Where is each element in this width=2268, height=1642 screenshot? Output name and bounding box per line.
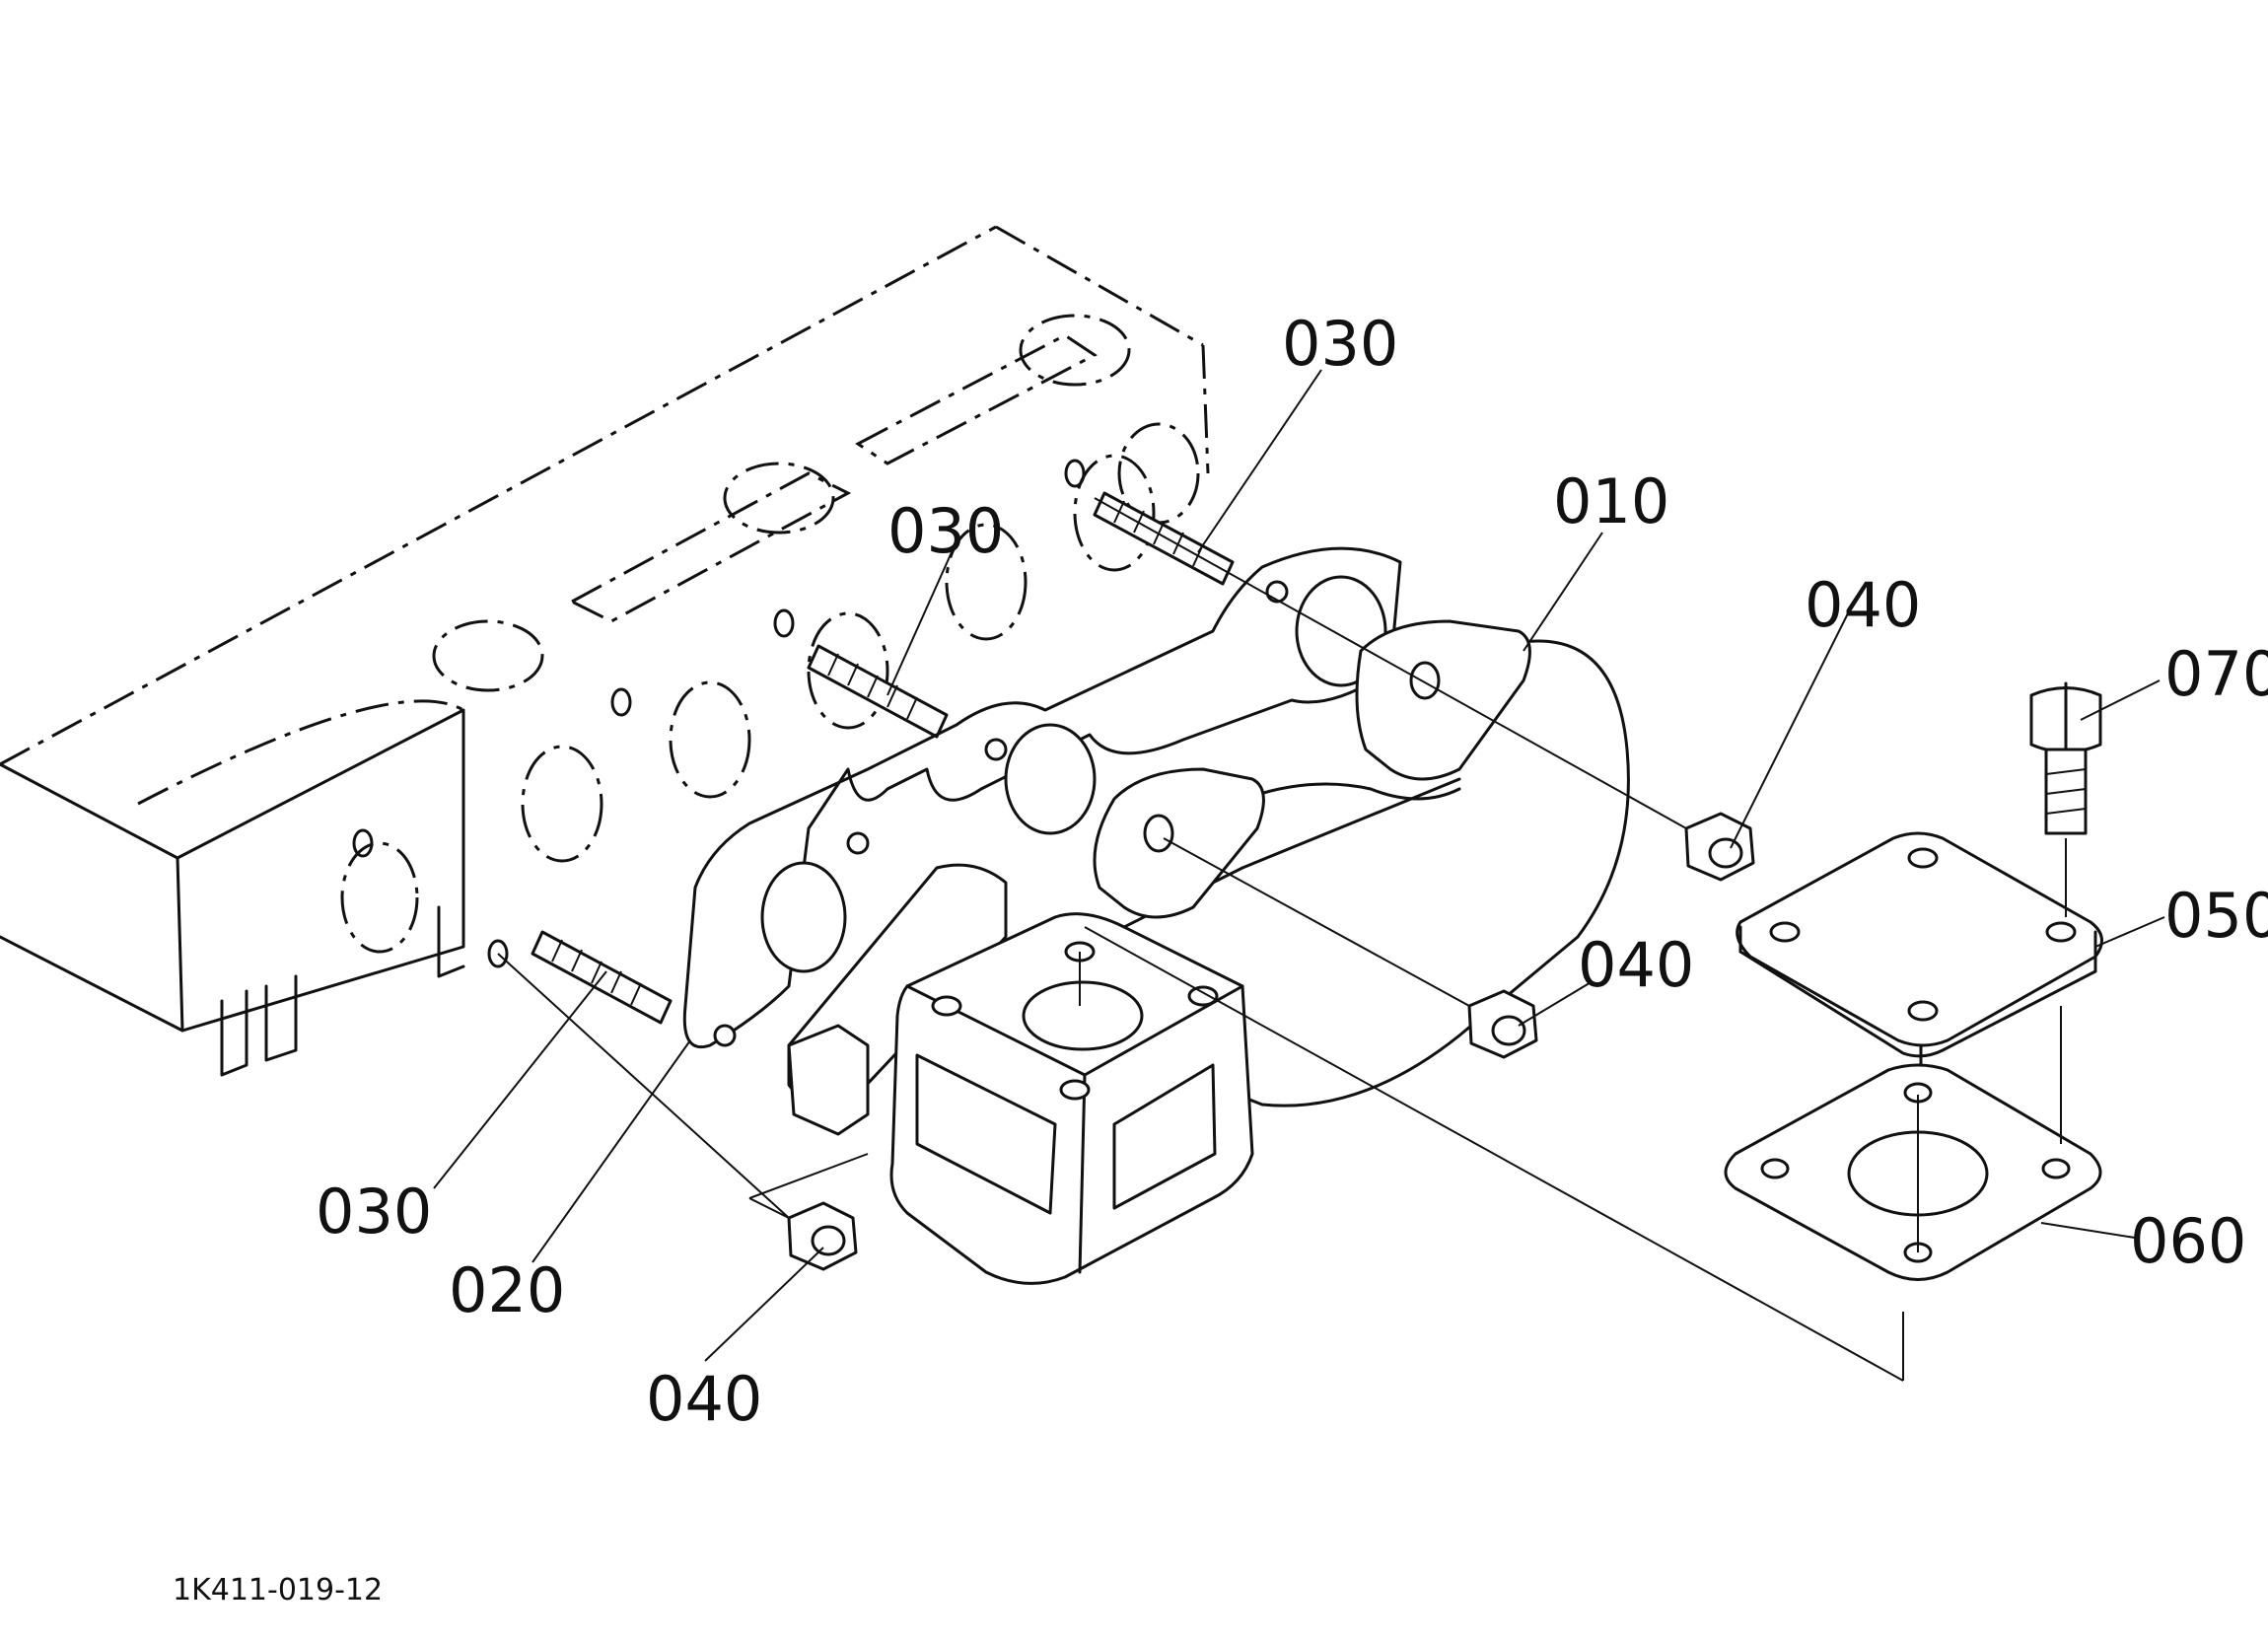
flange-nut-icon-mid (1467, 989, 1538, 1059)
callout-070: 070 (2164, 638, 2268, 710)
callout-010: 010 (1553, 465, 1669, 537)
cylinder-head-icon (0, 225, 1210, 1077)
leader-lines (433, 369, 2165, 1362)
cover-plate-icon (1736, 831, 2103, 1067)
callout-060: 060 (2130, 1205, 2246, 1277)
cover-gasket-icon (1724, 1063, 2102, 1281)
callout-020: 020 (449, 1254, 565, 1326)
callout-030-low: 030 (316, 1176, 432, 1248)
callout-050: 050 (2164, 880, 2268, 952)
cap-bolt-icon (2029, 681, 2102, 917)
callout-040-mid: 040 (1578, 929, 1694, 1001)
exhaust-manifold-icon (787, 619, 1630, 1285)
drawing-reference-code: 1K411-019-12 (173, 1573, 383, 1607)
manifold-gasket-icon (682, 546, 1402, 1048)
callout-040-right: 040 (1805, 569, 1921, 641)
callout-030-top: 030 (1282, 308, 1398, 380)
callout-040-bottom: 040 (646, 1363, 762, 1435)
flange-nut-icon-right (1684, 812, 1755, 882)
flange-nut-icon-bottom (787, 1201, 858, 1271)
assembly-lines (497, 497, 2062, 1382)
callout-030-mid: 030 (887, 495, 1004, 567)
stud-bolt-icon-mid (807, 644, 949, 739)
